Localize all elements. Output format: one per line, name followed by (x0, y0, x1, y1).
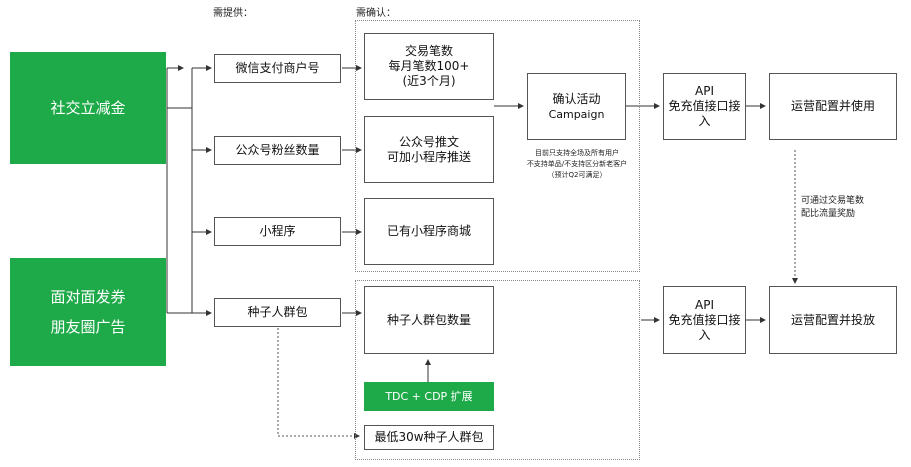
tx-line3: (近3个月) (402, 74, 456, 88)
transaction-count-box: 交易笔数 每月笔数100+ (近3个月) (364, 33, 494, 100)
miniprogram-box: 小程序 (214, 217, 341, 246)
campaign-note-2: 不支持单品/不支持区分新老客户 (526, 160, 628, 168)
min-seed-box: 最低30w种子人群包 (364, 425, 494, 450)
campaign-note-1: 目前只支持全场及所有用户 (535, 149, 619, 157)
api-top-line3: 入 (698, 114, 711, 128)
api-box-top: API 免充值接口接 入 (663, 73, 746, 140)
confirm-header: 需确认： (356, 8, 396, 19)
mall-label: 已有小程序商城 (386, 224, 471, 238)
campaign-box: 确认活动 Campaign (527, 73, 626, 140)
miniprogram-mall-box: 已有小程序商城 (364, 198, 494, 265)
ops-deliver-label: 运营配置并投放 (790, 312, 875, 327)
social-coupon-box: 社交立减金 (10, 52, 166, 164)
wechat-pay-merchant-label: 微信支付商户号 (235, 61, 320, 75)
ops-deliver-box: 运营配置并投放 (769, 286, 897, 354)
push-line2: 可加小程序推送 (386, 149, 471, 164)
traffic-reward-line1: 可通过交易笔数 (801, 196, 865, 206)
confirm-region-top (355, 20, 640, 272)
fans-count-box: 公众号粉丝数量 (214, 136, 341, 165)
api-bottom-line1: API (695, 297, 714, 312)
seed-audience-box: 种子人群包 (214, 298, 341, 327)
tx-line1: 交易笔数 (404, 44, 453, 58)
wechat-pay-merchant-box: 微信支付商户号 (214, 54, 341, 83)
confirm-region-bottom (355, 280, 640, 460)
campaign-line1: 确认活动 (552, 91, 601, 106)
api-bottom-line2: 免充值接口接 (668, 312, 741, 327)
fans-count-label: 公众号粉丝数量 (235, 143, 320, 157)
api-top-line1: API (695, 84, 714, 98)
moments-ad-label: 朋友圈广告 (50, 318, 126, 336)
social-coupon-label: 社交立减金 (50, 99, 126, 117)
seed-count-label: 种子人群包数量 (386, 312, 471, 327)
push-line1: 公众号推文 (398, 134, 459, 149)
provide-header: 需提供： (213, 8, 253, 19)
account-push-box: 公众号推文 可加小程序推送 (364, 116, 494, 183)
campaign-note-3: （预计Q2可满足） (547, 171, 607, 179)
seed-audience-label: 种子人群包 (247, 305, 308, 319)
tx-line2: 每月笔数100+ (388, 59, 470, 73)
miniprogram-label: 小程序 (259, 224, 296, 238)
ops-use-box: 运营配置并使用 (769, 73, 897, 140)
api-bottom-line3: 入 (698, 327, 711, 342)
tdc-cdp-expand-box: TDC + CDP 扩展 (364, 382, 494, 411)
face-to-face-box: 面对面发券 朋友圈广告 (10, 258, 166, 366)
face-to-face-label: 面对面发券 (50, 288, 126, 306)
traffic-reward-line2: 配比流量奖励 (801, 209, 856, 219)
campaign-line2: Campaign (548, 107, 605, 121)
campaign-note: 目前只支持全场及所有用户 不支持单品/不支持区分新老客户 （预计Q2可满足） (502, 148, 652, 181)
min-seed-label: 最低30w种子人群包 (374, 430, 484, 444)
traffic-reward-note: 可通过交易笔数 配比流量奖励 (801, 195, 901, 221)
seed-count-box: 种子人群包数量 (364, 286, 494, 354)
tdc-cdp-label: TDC + CDP 扩展 (385, 389, 473, 403)
ops-use-label: 运营配置并使用 (790, 99, 875, 113)
api-box-bottom: API 免充值接口接 入 (663, 286, 746, 354)
api-top-line2: 免充值接口接 (668, 99, 741, 113)
